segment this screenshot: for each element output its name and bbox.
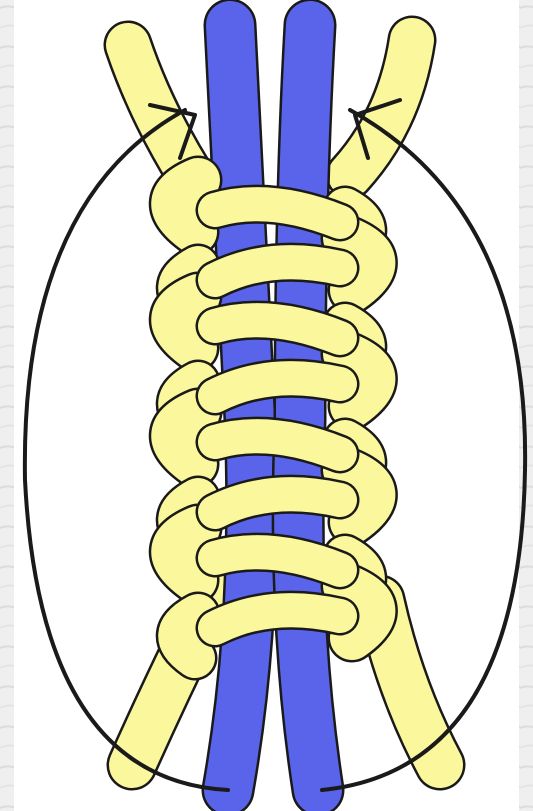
knot-bar-6 (215, 494, 340, 512)
knot-loop-1-left (173, 180, 198, 232)
knot-loop-8-left-fill (178, 614, 198, 658)
knot-loop-7-left (173, 528, 198, 580)
knot-loop-5-left-fill (173, 412, 198, 464)
knot-bar-7 (215, 552, 340, 570)
knot-loop-1-left-fill (173, 180, 198, 232)
knot-bar-1 (215, 204, 340, 222)
right-core-cord-fill (298, 25, 318, 790)
knot-bar-3-fill (215, 320, 340, 338)
knot-bar-7-fill (215, 552, 340, 570)
knot-bar-8 (215, 610, 340, 628)
knot-bar-2-fill (215, 262, 340, 280)
knot-bar-4-fill (215, 378, 340, 396)
knot-bar-8-fill (215, 610, 340, 628)
knot-bar-1-fill (215, 204, 340, 222)
knot-loop-3-left-fill (173, 296, 198, 348)
knot-bar-6-fill (215, 494, 340, 512)
knot-bar-5 (215, 436, 340, 454)
right-core-cord (298, 25, 318, 790)
knot-loop-3-left (173, 296, 198, 348)
knot-bar-3 (215, 320, 340, 338)
knot-loop-8-left (178, 614, 198, 658)
knot-bar-4 (215, 378, 340, 396)
knot-loop-5-left (173, 412, 198, 464)
knot-loop-7-left-fill (173, 528, 198, 580)
knot-bar-5-fill (215, 436, 340, 454)
knot-bar-2 (215, 262, 340, 280)
